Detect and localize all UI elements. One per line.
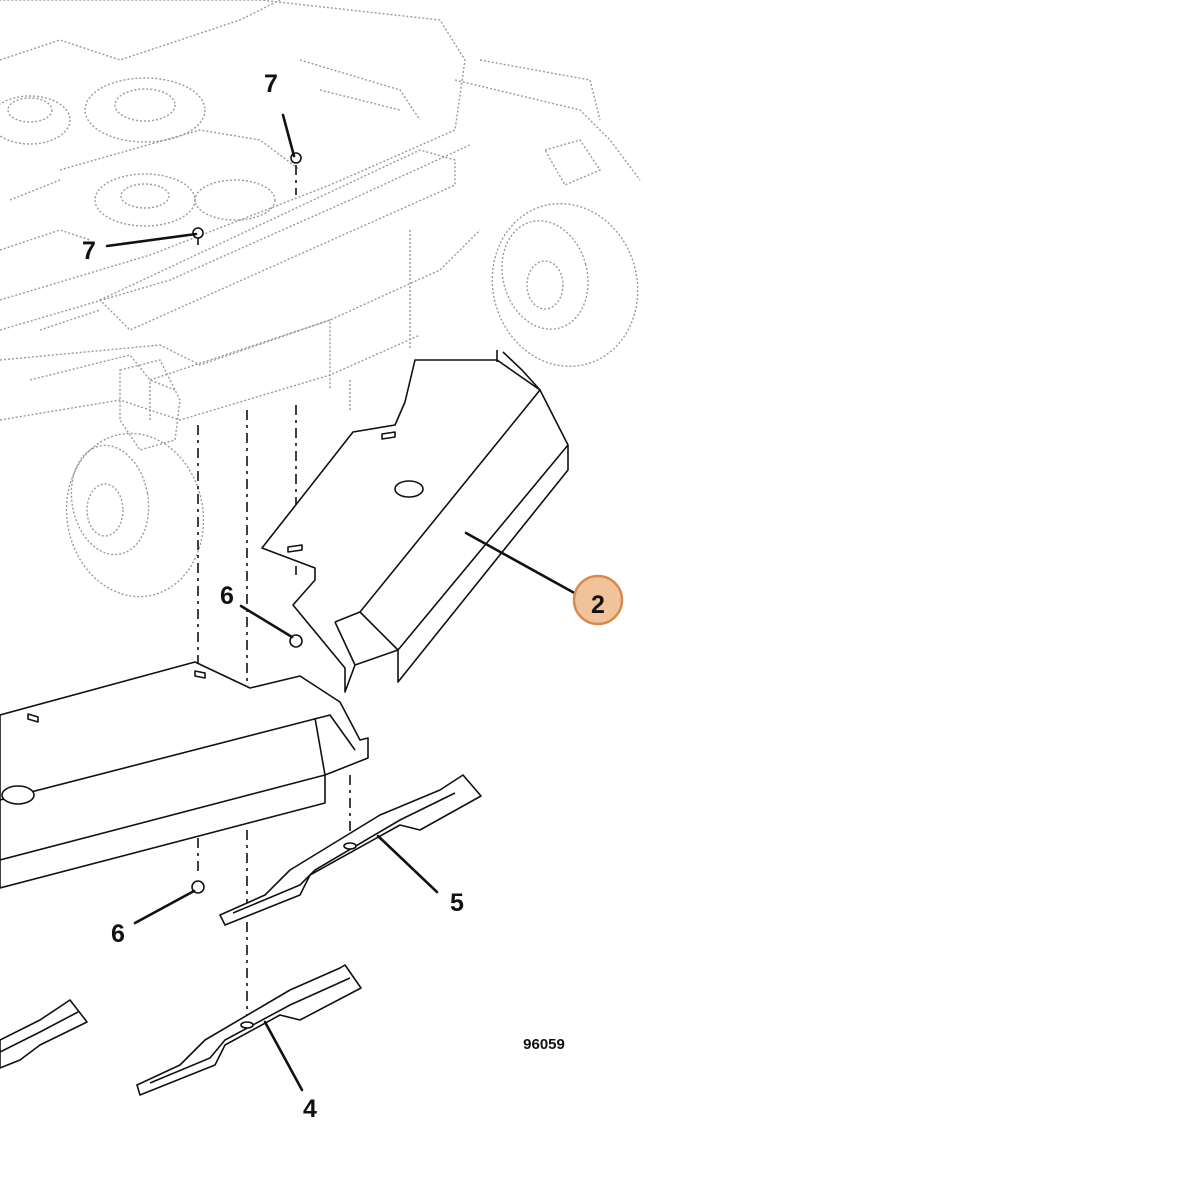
leader-6-upper bbox=[239, 604, 294, 639]
callout-2[interactable]: 2 bbox=[591, 591, 605, 619]
blade-lower bbox=[136, 964, 362, 1096]
callout-6-lower[interactable]: 6 bbox=[111, 920, 125, 948]
bolt-lower bbox=[191, 880, 205, 894]
callout-4[interactable]: 4 bbox=[303, 1095, 317, 1123]
mower-deck-ghost bbox=[0, 0, 641, 598]
blade-partial bbox=[0, 999, 88, 1069]
leader-7-left bbox=[105, 232, 198, 248]
callouts: 2 7 7 6 6 5 4 bbox=[82, 70, 605, 1123]
baffle-left bbox=[0, 661, 369, 889]
figure-id: 96059 bbox=[523, 1036, 565, 1053]
leader-2 bbox=[464, 531, 580, 597]
callout-6-upper[interactable]: 6 bbox=[220, 582, 234, 610]
leader-6-lower bbox=[133, 889, 196, 925]
hardware bbox=[191, 152, 303, 894]
leader-4 bbox=[263, 1020, 304, 1092]
highlight-circle-2[interactable] bbox=[572, 574, 624, 626]
callout-7-upper[interactable]: 7 bbox=[264, 70, 278, 98]
nut-left bbox=[192, 227, 204, 239]
callout-5[interactable]: 5 bbox=[450, 889, 464, 917]
baffle-right bbox=[261, 350, 569, 693]
leader-7-upper bbox=[281, 113, 296, 158]
blade-upper bbox=[219, 774, 482, 926]
leader-5 bbox=[376, 834, 439, 894]
leader-lines bbox=[105, 113, 580, 1092]
callout-7-left[interactable]: 7 bbox=[82, 237, 96, 265]
bolt-upper bbox=[289, 634, 303, 648]
